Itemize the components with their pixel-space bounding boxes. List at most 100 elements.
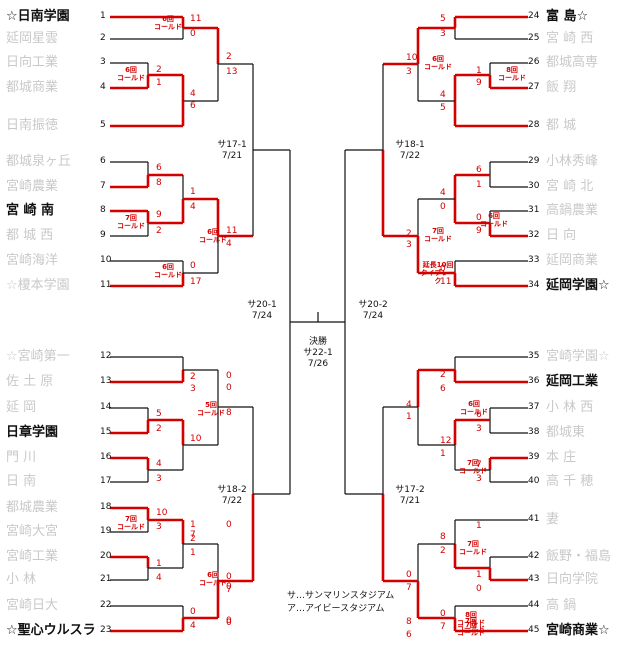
called-game-tag: コールド [424, 235, 452, 243]
score: 12 [440, 436, 452, 446]
team-name: ☆聖心ウルスラ [6, 623, 96, 638]
called-game-tag: コールド [459, 548, 487, 556]
score: 3 [476, 474, 482, 484]
score: 3 [406, 67, 412, 77]
called-game-tag: タイブレーク [420, 269, 456, 285]
score: 9 [156, 210, 162, 220]
called-game-tag: コールド [460, 408, 488, 416]
seed-number: 40 [528, 476, 540, 486]
called-game-tag: コールド [457, 625, 485, 633]
score: 3 [190, 384, 196, 394]
seed-number: 34 [528, 280, 540, 290]
team-name: 宮 崎 南 [6, 203, 55, 218]
score: 0 [226, 616, 232, 626]
called-game-tag: 7回 [467, 540, 479, 548]
score: 1 [156, 559, 162, 569]
called-game-tag: 7回 [465, 621, 477, 629]
score: 7 [440, 622, 446, 632]
seed-number: 20 [100, 551, 112, 561]
seed-number: 21 [100, 574, 112, 584]
seed-number: 39 [528, 452, 540, 462]
score: 0 [226, 582, 232, 592]
score: 4 [406, 400, 412, 410]
team-name: 飯野・福島 [546, 549, 612, 564]
seed-number: 23 [100, 625, 112, 635]
score: 4 [156, 573, 162, 583]
team-name: 宮崎工業 [6, 549, 59, 564]
team-name: 都城東 [546, 425, 586, 440]
round-label: 7/21 [399, 496, 421, 506]
seed-number: 9 [100, 230, 106, 240]
score: 8 [226, 408, 232, 418]
called-game-tag: 延長10回 [422, 261, 454, 269]
called-game-tag: コールド [117, 74, 145, 82]
team-name: 日章学園 [6, 425, 59, 440]
score: 9 [476, 78, 482, 88]
called-game-tag: 6回 [432, 55, 444, 63]
score: 4 [156, 459, 162, 469]
score: 4 [190, 89, 196, 99]
round-label: サ20-1 [247, 300, 277, 310]
team-name: 佐 土 原 [6, 374, 54, 389]
called-game-tag: 7回 [432, 227, 444, 235]
score: 2 [406, 229, 412, 239]
called-game-tag: コールド [459, 467, 487, 475]
score: 1 [190, 548, 196, 558]
called-game-tag: コールド [154, 271, 182, 279]
seed-number: 5 [100, 120, 106, 130]
team-name: 富 島☆ [546, 9, 589, 24]
team-name: 宮 崎 北 [546, 179, 594, 194]
score: 2 [156, 65, 162, 75]
team-name: 小 林 [6, 572, 37, 587]
score: 6 [406, 630, 412, 640]
team-name: 門 川 [6, 450, 37, 465]
called-game-tag: コールド [498, 74, 526, 82]
score: 6 [476, 165, 482, 175]
seed-number: 18 [100, 502, 112, 512]
score: 0 [226, 572, 232, 582]
score: 7 [476, 460, 482, 470]
seed-number: 12 [100, 351, 112, 361]
called-game-tag: 5回 [205, 401, 217, 409]
score: 5 [440, 14, 446, 24]
score: 5 [440, 103, 446, 113]
score: 1 [476, 570, 482, 580]
score: 4 [440, 188, 446, 198]
called-game-tag: 8回 [506, 66, 518, 74]
score: 11 [440, 277, 452, 287]
team-name: 宮崎商業☆ [546, 623, 610, 638]
called-game-tag: 6回 [207, 228, 219, 236]
team-name: 都 城 [546, 118, 577, 133]
score: 0 [406, 570, 412, 580]
called-game-tag: コールド [154, 23, 182, 31]
team-name: 宮 崎 西 [546, 31, 594, 46]
team-name: 日南振徳 [6, 118, 59, 133]
team-name: 宮崎日大 [6, 598, 59, 613]
score: 9 [476, 226, 482, 236]
seed-number: 27 [528, 82, 540, 92]
score: 0 [476, 584, 482, 594]
team-name: 小林秀峰 [546, 154, 599, 169]
seed-number: 13 [100, 376, 112, 386]
seed-number: 22 [100, 600, 112, 610]
seed-number: 30 [528, 181, 540, 191]
round-label: サ20-2 [358, 300, 388, 310]
score: 0 [190, 29, 196, 39]
seed-number: 24 [528, 11, 540, 21]
score: 0 [476, 213, 482, 223]
seed-number: 17 [100, 476, 112, 486]
round-label: サ22-1 [303, 348, 333, 358]
team-name: 宮崎海洋 [6, 253, 59, 268]
team-name: 都城高専 [546, 55, 599, 70]
called-game-tag: 6回 [162, 263, 174, 271]
score: 11 [190, 14, 202, 24]
venue-legend: ア…アイビースタジアム [287, 604, 385, 614]
score: 0 [226, 371, 232, 381]
called-game-tag: コールド [197, 409, 225, 417]
seed-number: 35 [528, 351, 540, 361]
score: 2 [156, 424, 162, 434]
score: 3 [156, 474, 162, 484]
score: 11 [226, 226, 238, 236]
score: 0 [440, 202, 446, 212]
